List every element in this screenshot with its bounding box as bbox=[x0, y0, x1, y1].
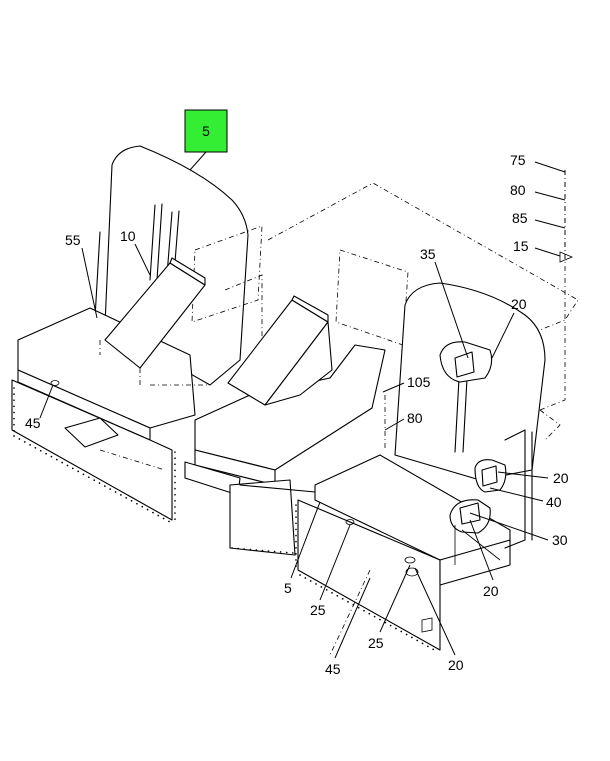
highlight-box[interactable] bbox=[184, 109, 228, 153]
callout-45: 45 bbox=[325, 661, 341, 677]
callout-35: 35 bbox=[420, 246, 436, 262]
callout-80: 80 bbox=[407, 410, 423, 426]
callout-85: 85 bbox=[512, 210, 528, 226]
callout-75: 75 bbox=[510, 152, 526, 168]
callout-20: 20 bbox=[448, 657, 464, 673]
callout-10: 10 bbox=[120, 228, 136, 244]
callout-80: 80 bbox=[510, 182, 526, 198]
callout-25: 25 bbox=[368, 635, 384, 651]
callout-labels: 75 80 85 15 55 10 35 20 45 105 80 20 40 … bbox=[25, 152, 569, 677]
side-brackets bbox=[449, 429, 533, 565]
right-seat-back bbox=[394, 282, 546, 481]
callout-40: 40 bbox=[546, 494, 562, 510]
lower-outlines bbox=[150, 170, 566, 656]
callout-5: 5 bbox=[284, 580, 292, 596]
center-wedge-cushion bbox=[227, 295, 333, 406]
leader-lines bbox=[39, 161, 574, 659]
left-wedge-cushion bbox=[99, 257, 206, 385]
callout-20: 20 bbox=[511, 296, 527, 312]
highlight-label: 5 bbox=[202, 123, 210, 139]
callout-105: 105 bbox=[407, 374, 431, 390]
left-seat-pad-outline bbox=[191, 225, 263, 323]
callout-15: 15 bbox=[513, 238, 529, 254]
callout-30: 30 bbox=[552, 532, 568, 548]
callout-45: 45 bbox=[25, 415, 41, 431]
right-seat-box bbox=[295, 454, 511, 653]
callout-55: 55 bbox=[65, 232, 81, 248]
callout-20: 20 bbox=[553, 470, 569, 486]
center-console bbox=[174, 344, 386, 556]
highlighted-callout-5[interactable]: 5 bbox=[184, 109, 228, 171]
callout-20: 20 bbox=[483, 583, 499, 599]
callout-25: 25 bbox=[310, 602, 326, 618]
